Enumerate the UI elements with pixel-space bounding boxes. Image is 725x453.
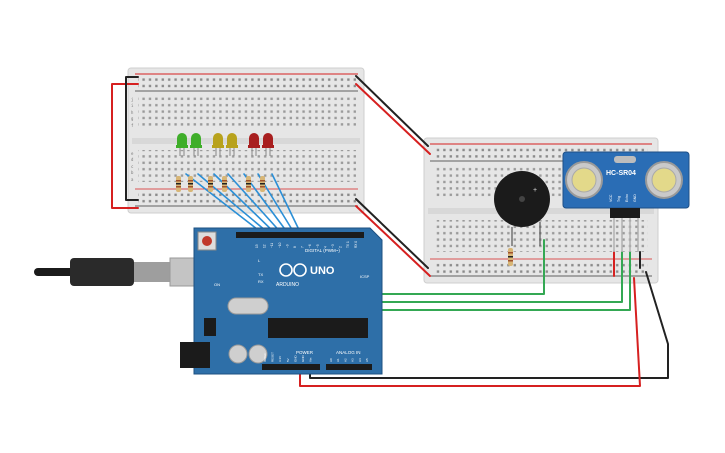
- digital-pin-label: 13: [255, 244, 259, 248]
- microcontroller-chip: [268, 318, 368, 338]
- digital-pin-label: ~6: [308, 244, 312, 248]
- row-label: e: [131, 151, 134, 156]
- uno-logo: UNO: [310, 265, 335, 277]
- buzzer-resistor: [508, 248, 513, 266]
- power-pin-label: IOREF: [263, 353, 267, 362]
- led: [262, 133, 274, 156]
- analog-pin-label: A1: [336, 358, 340, 362]
- power-pin-label: RESET: [271, 352, 275, 362]
- digital-header: [236, 232, 364, 238]
- analog-header: [326, 364, 372, 370]
- analog-label: ANALOG IN: [336, 350, 361, 355]
- sensor-pin-label: GND: [633, 194, 637, 202]
- sensor-pin-label: VCC: [609, 194, 613, 202]
- led-wire: [271, 173, 303, 237]
- ultrasonic-sensor: HC-SR04 VCC Trig Echo GND: [562, 151, 690, 252]
- digital-label: DIGITAL (PWM~): [305, 248, 340, 253]
- on-label: ON: [214, 282, 220, 287]
- digital-pin-label: ~11: [270, 243, 274, 248]
- arduino-logo-icon: [279, 263, 307, 277]
- analog-pin-label: A2: [343, 358, 347, 362]
- digital-pin-label: RX 0: [354, 241, 358, 248]
- digital-pin-label: 8: [293, 246, 297, 248]
- usb-cable: [34, 257, 201, 287]
- arduino-uno-board: UNO ARDUINO DIGITAL (PWM~) POWER ANALOG …: [180, 227, 383, 375]
- power-wire: [299, 277, 641, 387]
- led-wire: [185, 173, 267, 237]
- analog-pin-label: A3: [351, 358, 355, 362]
- resistor: [246, 176, 251, 192]
- power-label: POWER: [296, 350, 314, 355]
- analog-pin-label: A4: [358, 358, 362, 362]
- resistor: [176, 176, 181, 192]
- resistor: [188, 176, 193, 192]
- red-wire: [355, 205, 431, 277]
- digital-pin-label: 12: [263, 244, 267, 248]
- row-label: f: [131, 123, 134, 128]
- digital-pin-label: ~10: [278, 242, 282, 248]
- led: [190, 133, 202, 156]
- black-wire: [355, 75, 429, 147]
- l-label: L: [258, 258, 261, 263]
- gnd-wire: [309, 271, 669, 379]
- digital-pin-label: TX 1: [346, 241, 350, 248]
- black-wire: [355, 198, 429, 269]
- sensor-pin-label: Echo: [625, 194, 629, 202]
- resistor: [222, 176, 227, 192]
- row-label: c: [131, 164, 134, 169]
- led-array: [176, 133, 274, 156]
- icsp-label: ICSP: [360, 274, 370, 279]
- rx-label: RX: [258, 279, 264, 284]
- digital-pin-label: 7: [301, 246, 305, 248]
- row-label: a: [131, 177, 134, 182]
- power-jack: [180, 342, 210, 368]
- digital-pin-label: ~3: [331, 244, 335, 248]
- led-wire: [227, 173, 285, 237]
- digital-pin-label: ~9: [285, 244, 289, 248]
- sensor-pin-label: Trig: [617, 196, 621, 202]
- black-wire: [125, 76, 139, 201]
- led: [248, 133, 260, 156]
- row-label: i: [131, 103, 134, 108]
- led: [226, 133, 238, 156]
- arduino-brand: ARDUINO: [276, 282, 299, 288]
- power-pin-label: 5V: [286, 358, 290, 362]
- breadboard-left: j i h g f e d c b a: [127, 67, 365, 214]
- resistor: [208, 176, 213, 192]
- power-header: [262, 364, 320, 370]
- piezo-buzzer: +: [494, 171, 550, 246]
- red-wire: [355, 83, 431, 155]
- row-label: j: [131, 97, 133, 102]
- power-pin-label: GND: [293, 355, 297, 363]
- led: [212, 133, 224, 156]
- analog-pin-label: A5: [365, 358, 369, 362]
- led-wire: [243, 173, 291, 237]
- analog-pin-label: A0: [329, 358, 333, 362]
- sensor-model-label: HC-SR04: [606, 170, 636, 177]
- power-pin-label: Vin: [309, 357, 313, 362]
- resistors: [176, 176, 513, 266]
- digital-pin-label: 4: [323, 246, 327, 248]
- resistor: [260, 176, 265, 192]
- row-label: b: [131, 170, 134, 175]
- tx-label: TX: [258, 272, 263, 277]
- svg-text:+: +: [533, 187, 537, 194]
- digital-pin-label: ~5: [316, 244, 320, 248]
- power-pin-label: 3.3V: [278, 356, 282, 362]
- power-pin-label: GND: [301, 355, 305, 363]
- row-label: d: [131, 157, 134, 162]
- row-label: h: [131, 110, 134, 115]
- row-label: g: [131, 116, 134, 121]
- digital-pin-label: 2: [339, 246, 343, 248]
- led: [176, 133, 188, 156]
